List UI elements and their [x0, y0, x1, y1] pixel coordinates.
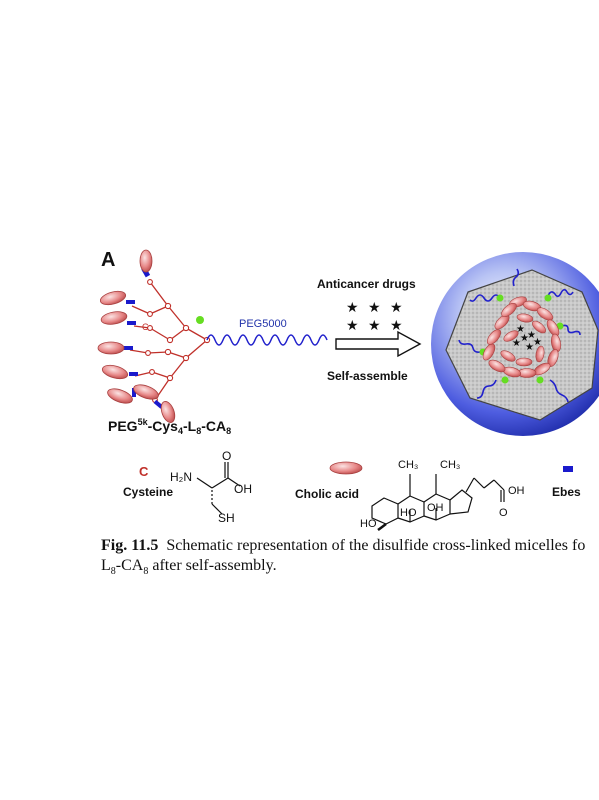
svg-text:★: ★: [368, 318, 381, 334]
chem-cholic-oh-2: OH: [427, 502, 444, 514]
chem-h2n: H₂N: [170, 470, 192, 484]
svg-text:★: ★: [368, 300, 381, 316]
ebes-label: Ebes: [552, 485, 581, 499]
svg-text:★: ★: [346, 300, 359, 316]
caption-line-2: L8-CA8 after self-assembly.: [101, 557, 277, 578]
drugs-label: Anticancer drugs: [317, 277, 416, 291]
chem-oh: OH: [234, 482, 252, 496]
caption-text-1: Schematic representation of the disulfid…: [166, 537, 586, 554]
legend-cholic-acid: Cholic acid CH₃ CH₃ OH O HO HO OH: [295, 459, 525, 531]
polymer-structure: C: [97, 249, 328, 423]
peg-label: PEG5000: [239, 318, 287, 330]
chem-cholic-oh: OH: [508, 485, 525, 497]
chem-o: O: [222, 449, 231, 463]
chem-sh: SH: [218, 511, 235, 525]
cysteine-label: Cysteine: [123, 485, 173, 499]
chem-ho-1: HO: [360, 518, 377, 530]
micelle-sphere: ★★ ★★ ★★: [431, 252, 599, 436]
svg-text:★: ★: [512, 338, 521, 349]
drug-stars: ★ ★ ★ ★ ★ ★: [346, 300, 403, 334]
legend-ebes: Ebes: [552, 466, 581, 499]
chem-ho-2: HO: [400, 507, 417, 519]
svg-text:★: ★: [525, 342, 534, 353]
assembly-arrow: [335, 330, 422, 358]
panel-label: A: [101, 249, 115, 271]
cysteine-symbol: C: [139, 464, 149, 479]
cholic-acid-label: Cholic acid: [295, 487, 359, 501]
figure-caption: Fig. 11.5 Schematic representation of th…: [101, 536, 599, 582]
cys-letter: C: [142, 322, 149, 332]
legend-cysteine: C Cysteine H₂N O OH SH: [123, 449, 252, 525]
svg-text:★: ★: [390, 300, 403, 316]
svg-text:★: ★: [390, 318, 403, 334]
svg-text:★: ★: [520, 333, 529, 344]
assemble-label: Self-assemble: [327, 369, 408, 383]
svg-text:★: ★: [533, 337, 542, 348]
chem-cholic-o: O: [499, 507, 508, 519]
svg-text:★: ★: [527, 330, 536, 341]
chem-ch3-1: CH₃: [398, 459, 418, 471]
polymer-name: PEG5k-Cys4-L8-CA8: [108, 417, 231, 436]
chem-ch3-2: CH₃: [440, 459, 460, 471]
svg-text:★: ★: [516, 324, 525, 335]
svg-text:★: ★: [346, 318, 359, 334]
caption-fig-label: Fig. 11.5: [101, 537, 159, 554]
caption-line-1: Fig. 11.5 Schematic representation of th…: [101, 536, 599, 556]
